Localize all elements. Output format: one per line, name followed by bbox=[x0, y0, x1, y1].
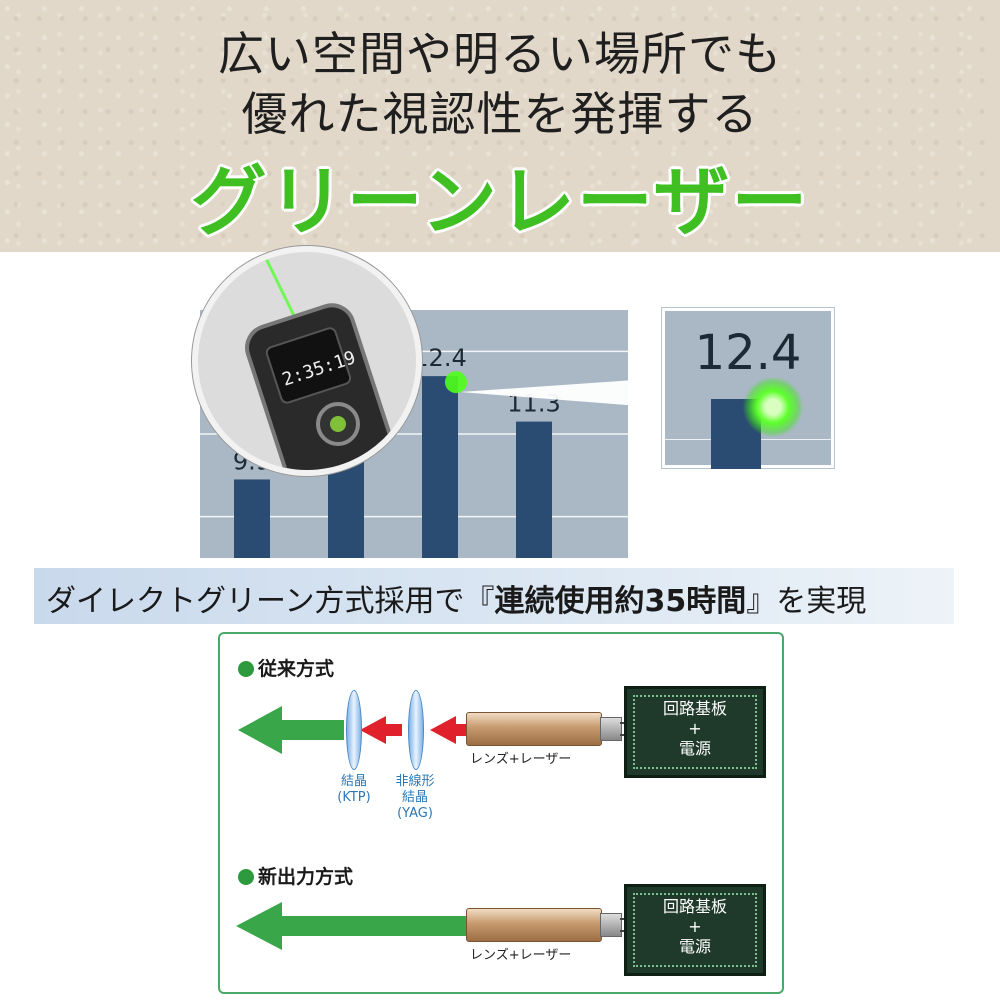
new-tube-label: レンズ+レーザー bbox=[470, 948, 572, 963]
new-method-title: 新出力方式 bbox=[238, 862, 353, 889]
hero-banner: 広い空間や明るい場所でも 優れた視認性を発揮する グリーンレーザー bbox=[0, 0, 1000, 252]
banner-text-bold: 連続使用約35時間 bbox=[494, 584, 747, 619]
crystal-yag-lens bbox=[408, 690, 424, 770]
chart-bar bbox=[516, 421, 552, 558]
wire bbox=[620, 930, 624, 932]
laser-dot bbox=[445, 371, 467, 394]
bullet-icon bbox=[238, 661, 254, 677]
board-label-2: + bbox=[688, 719, 702, 738]
device-closeup: 2:35:19 bbox=[192, 246, 422, 476]
banner-text: ダイレクトグリーン方式採用で『連続使用約35時間』を実現 bbox=[46, 576, 866, 620]
old-method-title: 従来方式 bbox=[238, 654, 334, 681]
new-method-arrow bbox=[236, 902, 466, 950]
old-tube-label: レンズ+レーザー bbox=[470, 752, 572, 767]
bullet-icon bbox=[238, 869, 254, 885]
bar-chart: 9.912.411.3 bbox=[200, 344, 628, 558]
new-tube-cap bbox=[600, 913, 622, 937]
zoom-callout: 12.4 bbox=[662, 308, 834, 469]
hero-headline: グリーンレーザー bbox=[190, 157, 810, 246]
banner-text-before: ダイレクトグリーン方式採用で『 bbox=[46, 584, 495, 619]
laser-dot-large bbox=[743, 377, 803, 437]
new-lens-laser-tube bbox=[466, 908, 602, 942]
board-label-1: 回路基板 bbox=[662, 699, 727, 718]
chart-bar bbox=[422, 376, 458, 558]
old-method-arrows bbox=[238, 706, 466, 754]
board-label-2: + bbox=[688, 917, 702, 936]
wire bbox=[620, 918, 624, 920]
feature-banner: ダイレクトグリーン方式採用で『連続使用約35時間』を実現 bbox=[34, 568, 954, 624]
board-label-1: 回路基板 bbox=[662, 897, 727, 916]
crystal-ktp-label: 結晶 (KTP) bbox=[337, 774, 371, 805]
chart-data-label: 12.4 bbox=[413, 344, 466, 372]
board-label-3: 電源 bbox=[678, 739, 711, 758]
board-label-3: 電源 bbox=[678, 937, 711, 956]
old-lens-laser-tube bbox=[466, 712, 602, 746]
laser-method-diagram: 従来方式 レンズ+レーザー 回路基板 + 電源 結晶 (KTP) 非線形 結晶 … bbox=[218, 632, 784, 994]
hero-line-2: 優れた視認性を発揮する bbox=[241, 87, 759, 141]
old-circuit-board: 回路基板 + 電源 bbox=[624, 686, 766, 778]
crystal-yag-label: 非線形 結晶 (YAG) bbox=[395, 774, 435, 821]
crystal-ktp-lens bbox=[346, 690, 362, 770]
banner-text-after: 』を実現 bbox=[746, 584, 867, 619]
laser-pointer-device: 2:35:19 bbox=[245, 252, 401, 470]
old-tube-cap bbox=[600, 717, 622, 741]
wire bbox=[620, 734, 624, 736]
hero-line-1: 広い空間や明るい場所でも bbox=[218, 27, 782, 81]
chart-bar bbox=[234, 479, 270, 558]
new-circuit-board: 回路基板 + 電源 bbox=[624, 884, 766, 976]
zoom-value-label: 12.4 bbox=[694, 325, 802, 381]
wire bbox=[620, 722, 624, 724]
